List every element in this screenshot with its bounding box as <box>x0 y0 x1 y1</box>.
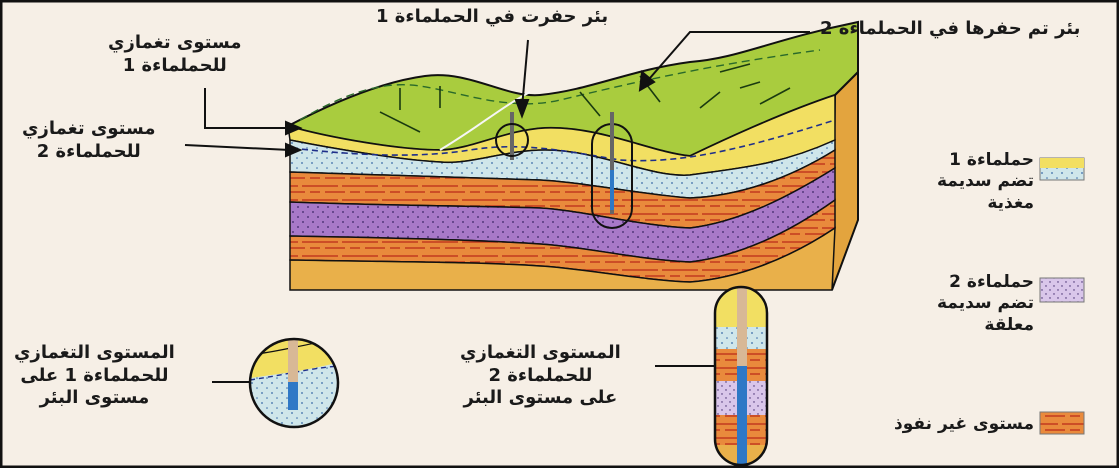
legend-swatch-impermeable <box>1040 412 1084 434</box>
zoom-well2 <box>715 287 767 467</box>
label-piezometric-level-2-line1: مستوى تغمازي <box>22 118 155 141</box>
legend-swatch-aquifer1 <box>1040 158 1084 180</box>
label-piezo-well-aquifer1-line3: مستوى البئر <box>14 387 175 410</box>
legend-aquifer2-line3: معلقة <box>922 315 1034 336</box>
label-piezometric-level-2: مستوى تغمازي للحملماءة 2 <box>22 118 155 163</box>
label-piezo-well-aquifer2-line2: للحملماءة 2 <box>460 365 621 388</box>
legend-aquifer1-line3: مغذية <box>922 193 1034 214</box>
label-piezometric-level-1-line2: للحملماءة 1 <box>108 55 241 78</box>
legend-aquifer2-line2: تضم سديمة <box>922 293 1034 314</box>
legend-item-aquifer1: حملماءة 1 تضم سديمة مغذية <box>922 150 1034 214</box>
legend-item-aquifer2: حملماءة 2 تضم سديمة معلقة <box>922 272 1034 336</box>
label-piezo-well-aquifer1-line1: المستوى التغمازي <box>14 342 175 365</box>
legend-aquifer1-line1: حملماءة 1 <box>922 150 1034 171</box>
geology-block <box>288 22 858 290</box>
label-piezo-well-aquifer1: المستوى التغمازي للحملماءة 1 على مستوى ا… <box>14 342 175 410</box>
legend-aquifer2-line1: حملماءة 2 <box>922 272 1034 293</box>
zoom-well1 <box>250 338 340 428</box>
legend-swatches <box>1040 158 1084 434</box>
label-piezo-well-aquifer1-line2: للحملماءة 1 على <box>14 365 175 388</box>
legend-swatch-aquifer2 <box>1040 278 1084 302</box>
label-well-aquifer1: بئر حفرت في الحملماءة 1 <box>376 6 608 29</box>
label-piezometric-level-1: مستوى تغمازي للحملماءة 1 <box>108 32 241 77</box>
legend-item-impermeable: مستوى غير نفوذ <box>902 414 1034 435</box>
label-piezometric-level-2-line2: للحملماءة 2 <box>22 141 155 164</box>
label-piezo-well-aquifer2-line1: المستوى التغمازي <box>460 342 621 365</box>
label-piezo-well-aquifer2: المستوى التغمازي للحملماءة 2 على مستوى ا… <box>460 342 621 410</box>
legend-impermeable-line1: مستوى غير نفوذ <box>902 414 1034 435</box>
block-side-face <box>832 72 858 290</box>
label-piezometric-level-1-line1: مستوى تغمازي <box>108 32 241 55</box>
label-piezo-well-aquifer2-line3: على مستوى البئر <box>460 387 621 410</box>
legend-aquifer1-line2: تضم سديمة <box>922 171 1034 192</box>
label-well-aquifer2: بئر تم حفرها في الحملماءة 2 <box>820 18 1080 41</box>
